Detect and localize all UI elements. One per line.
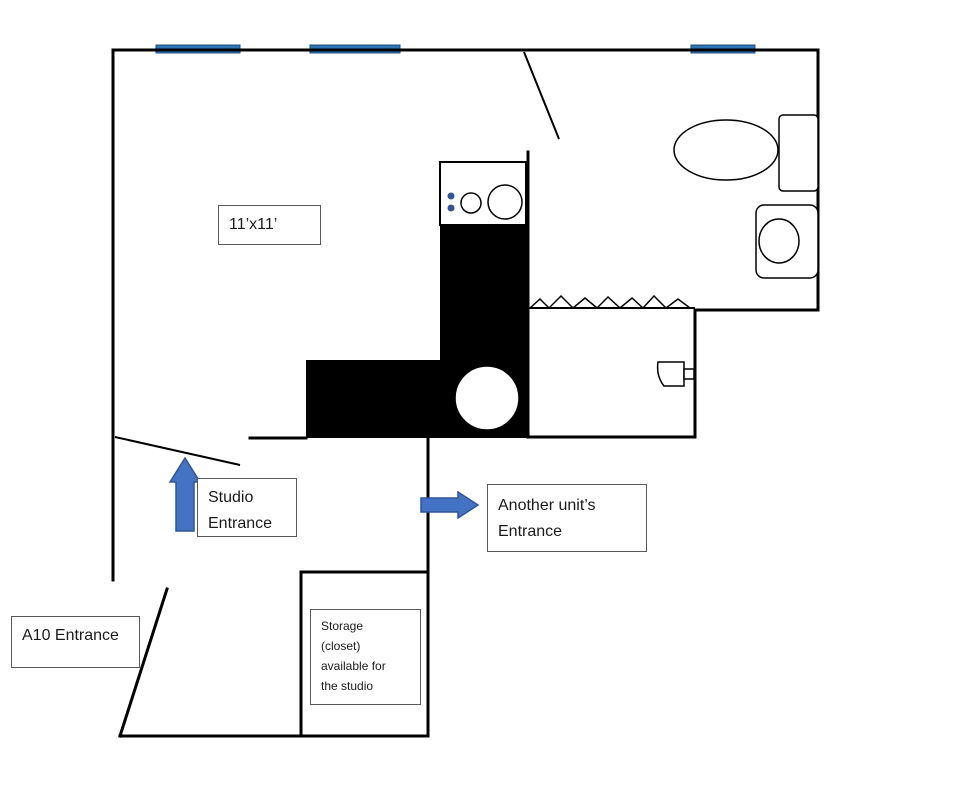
bathroom-fixtures	[656, 114, 819, 387]
a10-entrance-text: A10 Entrance	[22, 627, 119, 644]
storage-label: Storage (closet) available for the studi…	[310, 609, 421, 705]
storage-line-1: Storage	[321, 619, 364, 633]
a10-entrance-label: A10 Entrance	[11, 616, 140, 668]
toilet-bowl-icon	[758, 218, 800, 264]
a10-diagonal-wall	[118, 587, 169, 738]
stove-burner-large-icon	[487, 184, 523, 220]
studio-entrance-line-2: Entrance	[208, 515, 273, 532]
wash-basin-icon	[656, 361, 685, 387]
stove-knob-icon	[447, 204, 455, 212]
studio-entrance-arrow-icon	[168, 456, 202, 532]
storage-line-3: available for	[321, 659, 386, 673]
studio-entrance-label: Studio Entrance	[197, 478, 297, 537]
other-unit-entrance-label: Another unit’s Entrance	[487, 484, 647, 552]
room-size-label: 11’x11’	[218, 205, 321, 245]
other-unit-entrance-line-1: Another unit’s	[498, 497, 596, 514]
other-unit-entrance-line-2: Entrance	[498, 523, 563, 540]
faucet-icon	[683, 368, 695, 380]
stove-knob-icon	[447, 192, 455, 200]
walls	[111, 48, 820, 738]
stove-burner-small-icon	[460, 192, 482, 214]
studio-entrance-line-1: Studio	[208, 489, 254, 506]
storage-line-4: the studio	[321, 679, 374, 693]
bathroom-cabinet	[778, 114, 819, 192]
other-unit-arrow-icon	[420, 490, 480, 520]
studio-door	[114, 436, 241, 466]
bathtub-icon	[673, 119, 779, 181]
sink-icon	[454, 365, 520, 431]
storage-line-2: (closet)	[321, 639, 361, 653]
bathroom-door	[523, 51, 560, 140]
stove	[439, 161, 527, 226]
room-size-text: 11’x11’	[229, 216, 278, 233]
doors	[114, 51, 560, 466]
shower-curtain	[529, 294, 691, 310]
